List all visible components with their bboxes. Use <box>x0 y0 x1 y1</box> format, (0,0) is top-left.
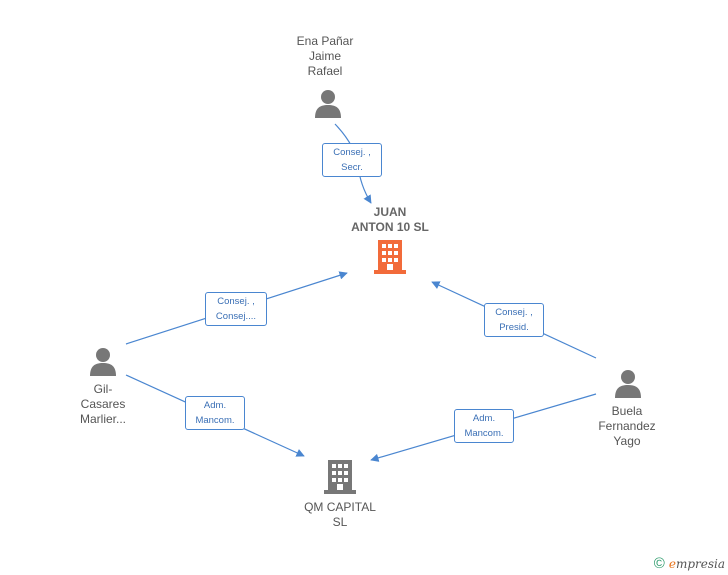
person-name-buela[interactable]: Buela Fernandez Yago <box>598 404 656 448</box>
person-name-gil[interactable]: Gil- Casares Marlier... <box>79 382 126 426</box>
building-icon[interactable] <box>374 240 406 274</box>
person-name-ena[interactable]: Ena Pañar Jaime Rafael <box>296 34 354 78</box>
person-icon[interactable] <box>87 346 119 376</box>
building-icon[interactable] <box>324 460 356 494</box>
footer-brand[interactable]: © empresia <box>654 555 725 572</box>
edge-label-buela-qm[interactable]: Adm.Mancom. <box>454 409 514 443</box>
edge-label-gil-juan[interactable]: Consej. ,Consej.... <box>205 292 267 326</box>
copyright-icon: © <box>653 555 665 572</box>
company-name-juan-anton[interactable]: JUAN ANTON 10 SL <box>351 205 429 234</box>
edge-label-buela-juan[interactable]: Consej. ,Presid. <box>484 303 544 337</box>
person-icon[interactable] <box>612 368 644 398</box>
person-icon[interactable] <box>312 88 344 118</box>
edge-label-ena-juan[interactable]: Consej. ,Secr. <box>322 143 382 177</box>
edge-label-gil-qm[interactable]: Adm.Mancom. <box>185 396 245 430</box>
company-name-qm-capital[interactable]: QM CAPITAL SL <box>304 500 376 529</box>
brand-logo: empresia <box>668 556 725 571</box>
